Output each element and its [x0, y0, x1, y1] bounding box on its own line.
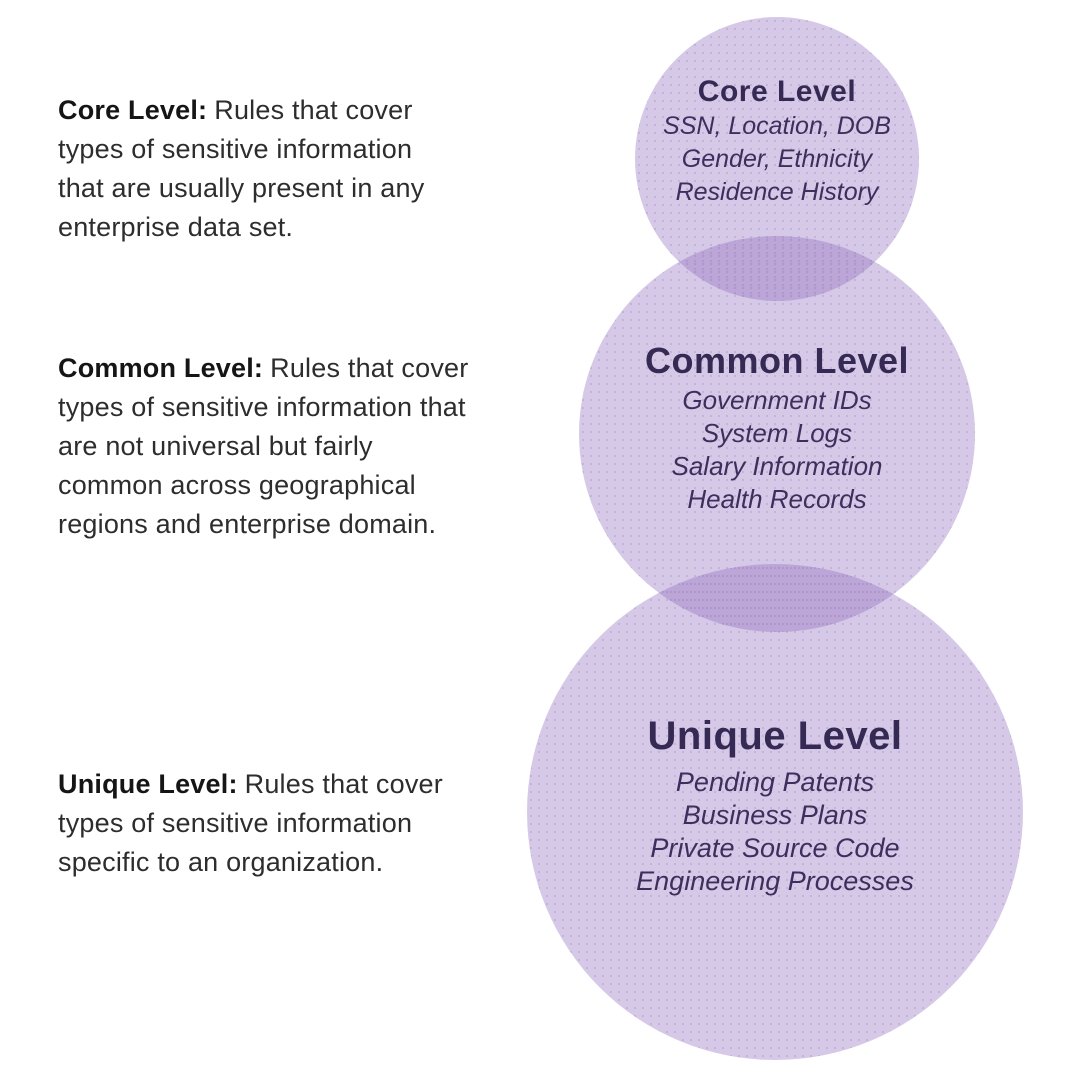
circle-core-item: Gender, Ethnicity	[681, 145, 873, 173]
description-unique-level: Unique Level:Rules that cover types of s…	[58, 765, 460, 882]
circle-unique-item: Pending Patents	[675, 767, 875, 797]
circle-unique-item: Engineering Processes	[636, 866, 914, 896]
circle-unique-content: Unique Level Pending Patents Business Pl…	[527, 710, 1023, 898]
circle-core-level: Core Level SSN, Location, DOB Gender, Et…	[635, 17, 919, 301]
circle-core-item: Residence History	[675, 178, 879, 206]
circle-unique-item: Business Plans	[682, 800, 868, 830]
circle-common-item: Health Records	[687, 484, 867, 514]
circle-common-title: Common Level	[644, 340, 910, 381]
description-unique-label: Unique Level:	[58, 769, 238, 799]
description-common-level: Common Level:Rules that cover types of s…	[58, 349, 484, 544]
description-core-label: Core Level:	[58, 95, 208, 125]
circle-core-content: Core Level SSN, Location, DOB Gender, Et…	[635, 73, 919, 209]
circle-unique-item: Private Source Code	[650, 833, 900, 863]
circle-common-item: System Logs	[701, 418, 853, 448]
circle-common-item: Salary Information	[671, 451, 883, 481]
circle-common-content: Common Level Government IDs System Logs …	[579, 338, 975, 516]
description-core-level: Core Level:Rules that cover types of sen…	[58, 91, 460, 247]
circle-common-item: Government IDs	[682, 385, 872, 415]
description-common-label: Common Level:	[58, 353, 264, 383]
circle-unique-title: Unique Level	[647, 714, 903, 758]
circle-core-item: SSN, Location, DOB	[663, 112, 891, 140]
description-unique-text: Rules that cover types of sensitive info…	[58, 769, 443, 877]
description-core-text: Rules that cover types of sensitive info…	[58, 95, 425, 242]
circle-unique-level: Unique Level Pending Patents Business Pl…	[527, 564, 1023, 1060]
description-common-text: Rules that cover types of sensitive info…	[58, 353, 469, 539]
circle-common-level: Common Level Government IDs System Logs …	[579, 236, 975, 632]
circle-core-title: Core Level	[697, 75, 857, 108]
